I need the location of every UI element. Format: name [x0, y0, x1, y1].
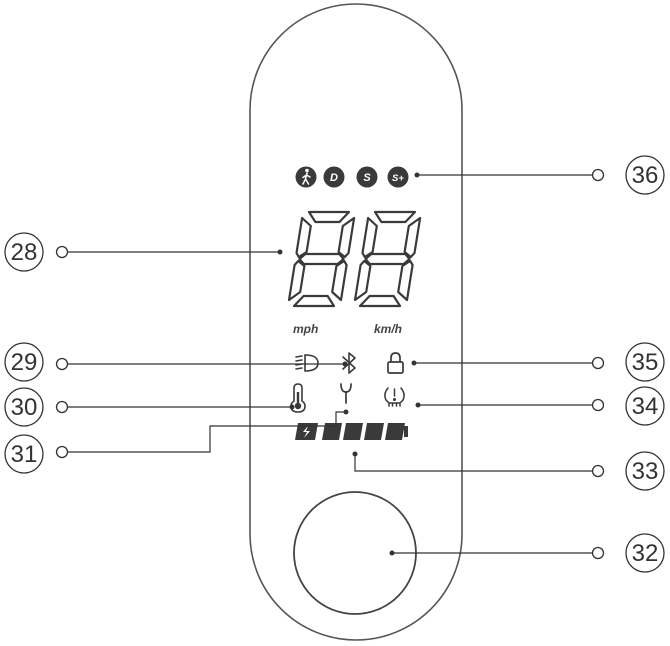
mode-row: D S S+ [295, 166, 409, 188]
callout-31-label: 31 [11, 441, 38, 468]
segment-g [298, 252, 345, 266]
callout-35: 35 [625, 342, 665, 382]
segment-g [364, 252, 411, 266]
segment-a [373, 210, 417, 224]
unit-mph: mph [293, 322, 318, 336]
mode-s-badge: S [356, 166, 378, 188]
segment-d [292, 294, 336, 308]
mode-splus-label: S+ [392, 173, 404, 184]
callout-31: 31 [4, 434, 44, 474]
lock-icon [387, 352, 404, 374]
callout-36-label: 36 [632, 162, 659, 189]
callout-30: 30 [4, 387, 44, 427]
segment-a [307, 210, 351, 224]
battery-tip [404, 426, 408, 437]
tire-pressure-icon [384, 387, 405, 407]
callout-36: 36 [625, 155, 665, 195]
leader-endpoints [277, 172, 421, 556]
segment-c [397, 259, 414, 302]
device-outline [249, 3, 463, 641]
callout-29: 29 [4, 342, 44, 382]
segment-f [295, 216, 312, 259]
battery-bar [343, 423, 363, 440]
callout-30-label: 30 [11, 394, 38, 421]
battery-bar [385, 423, 405, 440]
callout-35-label: 35 [632, 349, 659, 376]
mode-d-label: D [330, 172, 338, 184]
callout-29-label: 29 [11, 349, 38, 376]
bluetooth-icon [342, 352, 356, 374]
wrench-icon [340, 383, 352, 404]
unit-kmh: km/h [374, 322, 402, 336]
battery-bar [322, 423, 342, 440]
leader-terminals [55, 168, 605, 560]
callout-28: 28 [4, 232, 44, 272]
callout-32-label: 32 [632, 540, 659, 567]
segment-b [403, 216, 422, 259]
walk-icon [295, 166, 317, 188]
segment-f [361, 216, 378, 259]
segment-b [337, 216, 356, 259]
callout-33-label: 33 [632, 458, 659, 485]
mode-s-label: S [363, 172, 371, 184]
segment-c [331, 259, 348, 302]
segment-e [287, 259, 306, 302]
mode-d-badge: D [323, 166, 345, 188]
callout-28-label: 28 [11, 239, 38, 266]
bolt-icon [303, 426, 310, 438]
callout-33: 33 [625, 451, 665, 491]
segment-e [353, 259, 372, 302]
battery-gauge [295, 423, 408, 440]
leader-lines [68, 174, 592, 554]
callout-32: 32 [625, 533, 665, 573]
segment-d [358, 294, 402, 308]
speed-digits [287, 210, 422, 308]
mode-splus-badge: S+ [387, 166, 409, 188]
callout-34: 34 [625, 386, 665, 426]
callout-34-label: 34 [632, 393, 659, 420]
battery-bar [364, 423, 384, 440]
